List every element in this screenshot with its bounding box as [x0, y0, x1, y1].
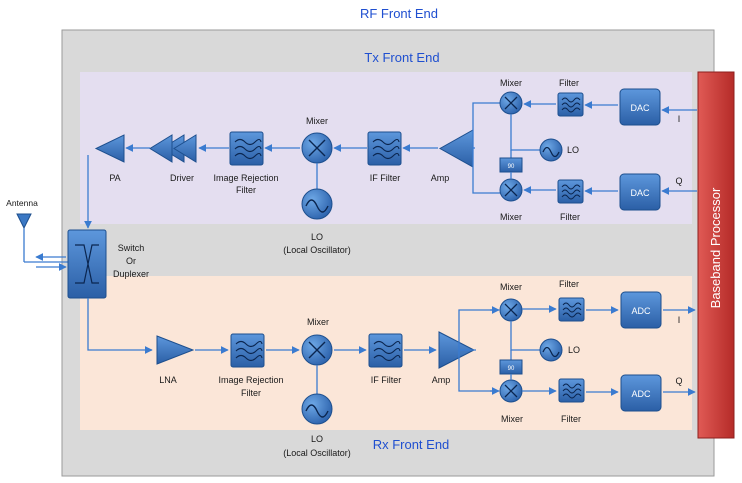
rx-lo-label-1: LO: [311, 434, 323, 444]
rx-lo-label-2: (Local Oscillator): [283, 448, 351, 458]
rx-filter-i-label: Filter: [559, 279, 579, 289]
rx-mixer-main-label: Mixer: [307, 317, 329, 327]
tx-dac-i-label: DAC: [630, 103, 650, 113]
pa-amplifier-icon: [94, 134, 125, 163]
rx-if-filter-icon: [368, 333, 403, 368]
tx-lo-label-1: LO: [311, 232, 323, 242]
tx-dac-i-block: DAC: [619, 88, 661, 126]
tx-mixer-main-label: Mixer: [306, 116, 328, 126]
rx-phase-shift-icon: 90: [499, 359, 523, 375]
tx-driver-label: Driver: [170, 173, 194, 183]
antenna-label: Antenna: [6, 198, 38, 208]
tx-signal-q-label: Q: [675, 176, 682, 186]
switch-label-2: Or: [126, 256, 136, 266]
tx-filter-q-icon: [557, 179, 584, 204]
tx-mixer-i-label: Mixer: [500, 78, 522, 88]
rx-if-filter-label: IF Filter: [371, 375, 402, 385]
tx-image-rejection-filter-icon: [229, 131, 264, 166]
rx-mixer-i-icon: [499, 298, 523, 322]
rx-image-rejection-label-1: Image Rejection: [218, 375, 283, 385]
tx-lo-iq-icon: [539, 138, 563, 162]
rx-mixer-q-icon: [499, 379, 523, 403]
rx-lo-oscillator-icon: [301, 393, 333, 425]
tx-mixer-q-icon: [499, 178, 523, 202]
rx-signal-q-label: Q: [675, 376, 682, 386]
tx-mixer-i-icon: [499, 91, 523, 115]
rx-image-rejection-label-2: Filter: [241, 388, 261, 398]
rx-lo-iq-icon: [539, 338, 563, 362]
rx-filter-q-label: Filter: [561, 414, 581, 424]
tx-filter-q-label: Filter: [560, 212, 580, 222]
rx-phase-shift-label: 90: [508, 366, 515, 372]
tx-lo-label-2: (Local Oscillator): [283, 245, 351, 255]
antenna-icon: [16, 213, 68, 263]
rx-adc-q-block: ADC: [620, 374, 662, 412]
tx-dac-q-label: DAC: [630, 188, 650, 198]
tx-lo-iq-label: LO: [567, 145, 579, 155]
switch-duplexer-block: [67, 229, 107, 299]
tx-filter-i-label: Filter: [559, 78, 579, 88]
tx-phase-shift-label: 90: [508, 164, 515, 170]
rx-mixer-main-icon: [301, 334, 333, 366]
rx-front-end-title: Rx Front End: [373, 437, 450, 452]
tx-filter-i-icon: [557, 92, 584, 117]
tx-front-end-title: Tx Front End: [364, 50, 439, 65]
baseband-processor-label: Baseband Processor: [708, 187, 723, 308]
rx-adc-q-label: ADC: [631, 389, 651, 399]
rx-lo-iq-label: LO: [568, 345, 580, 355]
tx-phase-shift-icon: 90: [499, 157, 523, 173]
lna-icon: [156, 335, 195, 365]
rx-amp-icon: [438, 331, 476, 369]
driver-amplifier-icon: [149, 134, 197, 163]
tx-dac-q-block: DAC: [619, 173, 661, 211]
tx-lo-oscillator-icon: [301, 188, 333, 220]
rx-adc-i-label: ADC: [631, 306, 651, 316]
baseband-processor: Baseband Processor: [697, 71, 735, 439]
rx-filter-i-icon: [558, 297, 585, 322]
rx-adc-i-block: ADC: [620, 291, 662, 329]
rx-amp-label: Amp: [432, 375, 451, 385]
rx-image-rejection-filter-icon: [230, 333, 265, 368]
tx-image-rejection-label-2: Filter: [236, 185, 256, 195]
tx-mixer-q-label: Mixer: [500, 212, 522, 222]
tx-amp-label: Amp: [431, 173, 450, 183]
tx-if-filter-label: IF Filter: [370, 173, 401, 183]
tx-pa-label: PA: [109, 173, 120, 183]
rf-front-end-title: RF Front End: [360, 6, 438, 21]
rx-lna-label: LNA: [159, 375, 177, 385]
tx-signal-i-label: I: [678, 114, 681, 124]
switch-label-1: Switch: [118, 243, 145, 253]
tx-if-filter-icon: [367, 131, 402, 166]
tx-image-rejection-label-1: Image Rejection: [213, 173, 278, 183]
rx-mixer-i-label: Mixer: [500, 282, 522, 292]
rx-signal-i-label: I: [678, 315, 681, 325]
switch-label-3: Duplexer: [113, 269, 149, 279]
tx-mixer-main-icon: [301, 132, 333, 164]
rx-filter-q-icon: [558, 378, 585, 403]
rx-mixer-q-label: Mixer: [501, 414, 523, 424]
